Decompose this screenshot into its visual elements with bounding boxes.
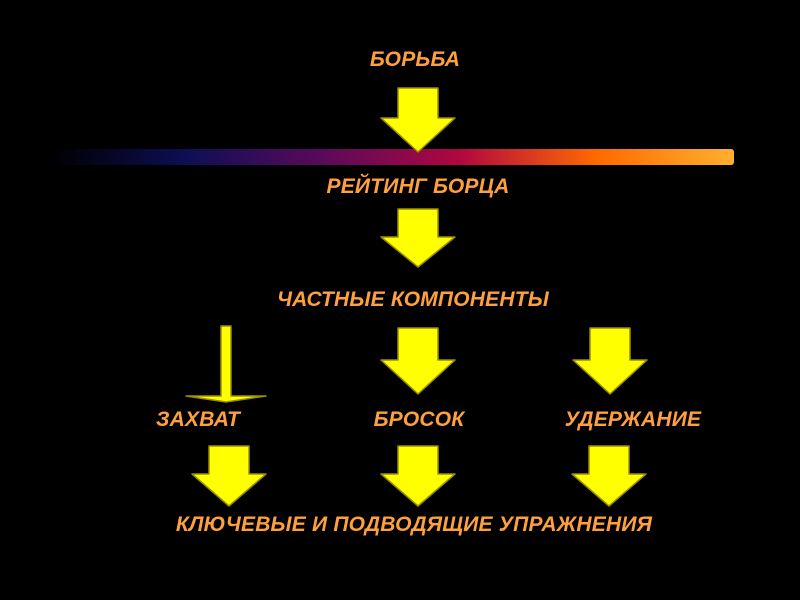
node-throw: БРОСОК	[373, 408, 465, 431]
node-rating: РЕЙТИНГ БОРЦА	[326, 175, 510, 198]
node-grip: ЗАХВАТ	[155, 408, 241, 431]
arrow-down-icon	[571, 445, 647, 507]
node-hold: УДЕРЖАНИЕ	[564, 408, 702, 431]
arrow-down-icon	[380, 208, 456, 268]
arrow-down-icon	[380, 445, 456, 507]
arrow-down-icon	[380, 327, 456, 395]
thin-arrow-down-icon	[185, 325, 267, 403]
node-components: ЧАСТНЫЕ КОМПОНЕНТЫ	[277, 288, 549, 311]
arrow-down-icon	[191, 445, 267, 507]
gradient-divider-bar	[50, 149, 734, 165]
arrow-down-icon	[572, 327, 648, 395]
node-exercises: КЛЮЧЕВЫЕ И ПОДВОДЯЩИЕ УПРАЖНЕНИЯ	[175, 513, 653, 536]
arrow-down-icon	[380, 87, 456, 153]
node-top: БОРЬБА	[369, 48, 461, 71]
